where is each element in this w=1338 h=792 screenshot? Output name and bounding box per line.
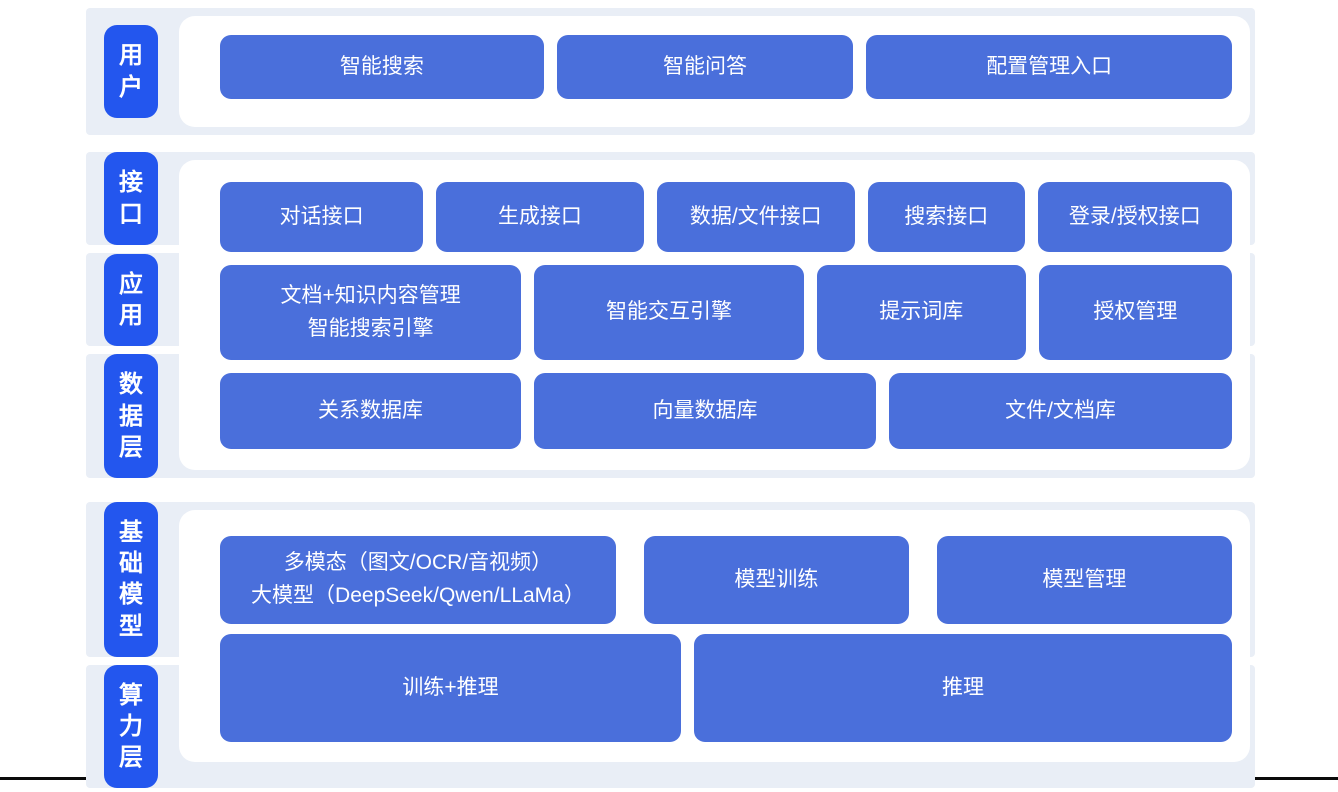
box-multimodal-llm: 多模态（图文/OCR/音视频） 大模型（DeepSeek/Qwen/LLaMa） [220, 536, 616, 624]
box-smart-qa: 智能问答 [556, 35, 854, 99]
layer-label-user: 用户 [104, 25, 158, 118]
content-card-bottom: 多模态（图文/OCR/音视频） 大模型（DeepSeek/Qwen/LLaMa）… [179, 510, 1250, 762]
box-row-compute: 训练+推理 推理 [220, 634, 1232, 742]
box-row-user: 智能搜索 智能问答 配置管理入口 [220, 35, 1232, 99]
layer-group-user: 用户 智能搜索 智能问答 配置管理入口 [86, 8, 1255, 135]
box-prompt-library: 提示词库 [816, 265, 1026, 360]
box-relational-db: 关系数据库 [220, 373, 521, 449]
content-card-user: 智能搜索 智能问答 配置管理入口 [179, 16, 1250, 127]
box-dialog-api: 对话接口 [220, 182, 424, 252]
box-interactive-engine: 智能交互引擎 [534, 265, 804, 360]
box-auth-management: 授权管理 [1038, 265, 1233, 360]
content-card-middle: 对话接口 生成接口 数据/文件接口 搜索接口 登录/授权接口 文档+知识内容管理… [179, 160, 1250, 470]
box-training-inference: 训练+推理 [220, 634, 682, 742]
layer-label-interface: 接口 [104, 152, 158, 245]
box-login-auth-api: 登录/授权接口 [1037, 182, 1232, 252]
layer-label-foundation-model: 基础模型 [104, 502, 158, 657]
box-vector-db: 向量数据库 [534, 373, 876, 449]
layer-group-bottom: 基础模型 算力层 多模态（图文/OCR/音视频） 大模型（DeepSeek/Qw… [86, 502, 1255, 789]
box-smart-search: 智能搜索 [220, 35, 544, 99]
box-row-databases: 关系数据库 向量数据库 文件/文档库 [220, 373, 1232, 449]
layer-label-data-layer: 数据层 [104, 354, 158, 478]
box-config-management-entry: 配置管理入口 [866, 35, 1232, 99]
box-row-interfaces: 对话接口 生成接口 数据/文件接口 搜索接口 登录/授权接口 [220, 182, 1232, 252]
box-file-doc-store: 文件/文档库 [889, 373, 1232, 449]
layer-group-middle: 接口 应用 数据层 对话接口 生成接口 数据/文件接口 搜索接口 登录/授权接口… [86, 152, 1255, 478]
box-generation-api: 生成接口 [436, 182, 644, 252]
layer-label-compute-layer: 算力层 [104, 664, 158, 789]
box-model-management: 模型管理 [936, 536, 1232, 624]
box-row-models: 多模态（图文/OCR/音视频） 大模型（DeepSeek/Qwen/LLaMa）… [220, 536, 1232, 624]
layer-label-application: 应用 [104, 253, 158, 347]
box-model-training: 模型训练 [643, 536, 909, 624]
box-row-applications: 文档+知识内容管理 智能搜索引擎 智能交互引擎 提示词库 授权管理 [220, 265, 1233, 360]
box-search-api: 搜索接口 [867, 182, 1025, 252]
architecture-diagram: 用户 智能搜索 智能问答 配置管理入口 接口 应用 数据层 对话接口 [0, 8, 1338, 792]
box-inference: 推理 [694, 634, 1232, 742]
box-doc-knowledge-search-engine: 文档+知识内容管理 智能搜索引擎 [220, 265, 522, 360]
box-data-file-api: 数据/文件接口 [656, 182, 855, 252]
